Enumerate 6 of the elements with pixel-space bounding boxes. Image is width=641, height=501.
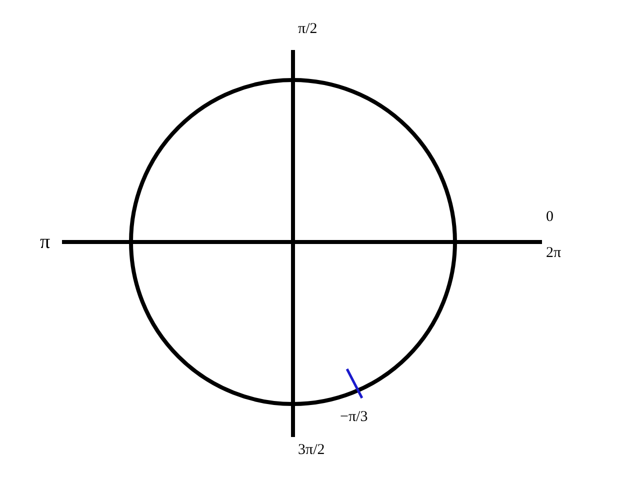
angle-label: π xyxy=(40,232,50,252)
angle-label: π/2 xyxy=(298,22,318,37)
angle-label: −π/3 xyxy=(340,410,368,425)
angle-label: 2π xyxy=(546,246,562,261)
angle-label: 0 xyxy=(546,210,554,225)
angle-label: 3π/2 xyxy=(298,443,325,458)
